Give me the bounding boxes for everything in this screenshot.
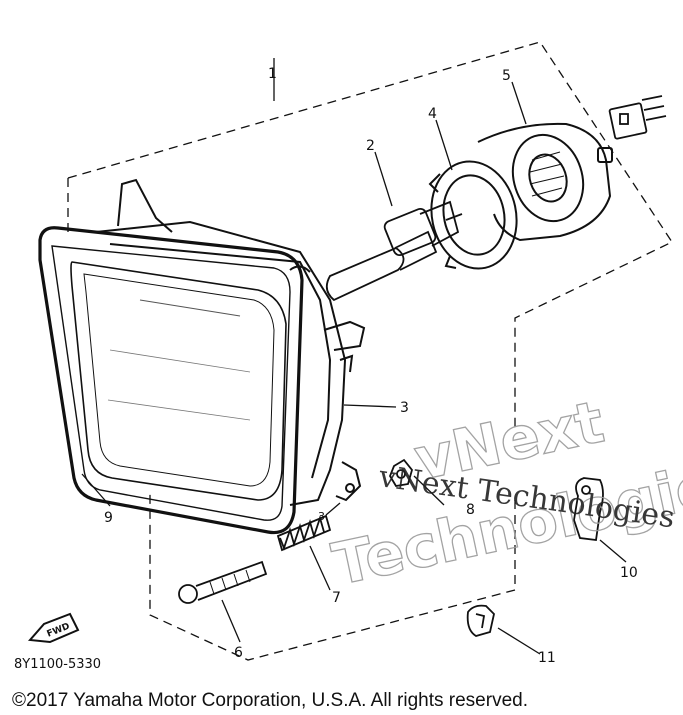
callout-2: 2: [366, 138, 375, 154]
nut: [388, 458, 413, 487]
callout-3-small: 3: [318, 510, 325, 523]
bulb: [325, 200, 463, 302]
adjusting-screw: [178, 560, 268, 604]
callout-9: 9: [104, 510, 113, 526]
spring: [276, 514, 332, 552]
clip: [466, 604, 495, 637]
socket-cover: [477, 122, 613, 242]
leader-lines: [81, 81, 627, 655]
headlight-housing: [95, 178, 366, 506]
callout-6: 6: [234, 645, 243, 661]
bulb-holder: [428, 160, 518, 270]
callout-11: 11: [538, 650, 556, 666]
wire-connector: [608, 95, 667, 140]
fwd-label: FWD: [46, 622, 72, 640]
bracket-nut: [573, 477, 604, 542]
callout-4: 4: [428, 106, 437, 122]
assembly-boundary: [67, 41, 673, 661]
headlight-lens: [70, 261, 287, 501]
callout-1: 1: [268, 66, 277, 82]
headlight-rim: [38, 226, 304, 535]
callout-7: 7: [332, 590, 341, 606]
callout-10: 10: [620, 565, 638, 581]
fwd-arrow-icon: FWD: [27, 612, 80, 644]
copyright-notice: ©2017 Yamaha Motor Corporation, U.S.A. A…: [12, 690, 528, 711]
callout-5: 5: [502, 68, 511, 84]
callout-3: 3: [400, 400, 409, 416]
callout-8: 8: [466, 502, 475, 518]
diagram-code: 8Y1100-5330: [14, 657, 101, 672]
